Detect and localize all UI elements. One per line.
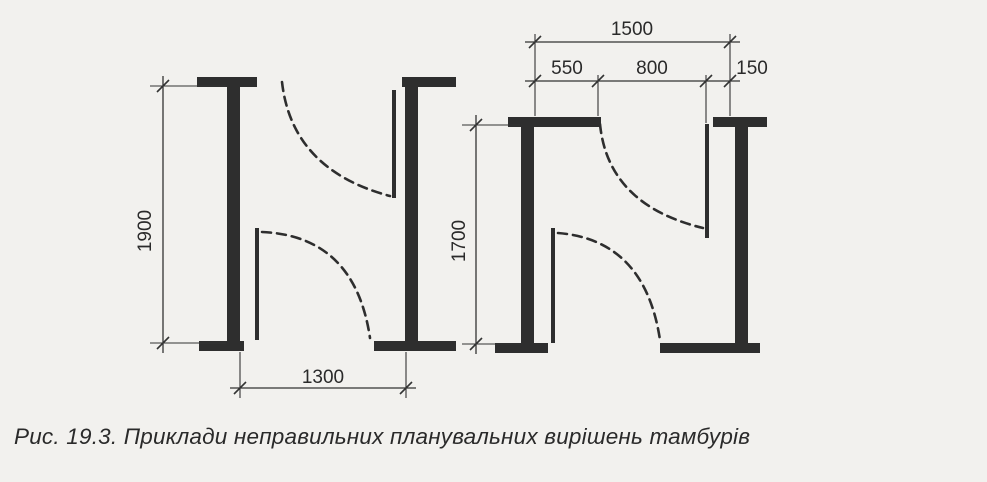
left-plan-width-dimension: 1300	[230, 352, 416, 398]
right-plan-height-label: 1700	[449, 220, 470, 262]
right-plan-segment-label-3: 150	[736, 58, 768, 79]
left-plan-lower-door-leaf	[255, 228, 259, 340]
left-plan-width-label: 1300	[302, 367, 344, 388]
right-plan-lower-door-swing	[556, 231, 662, 342]
right-plan-segment-label-1: 550	[551, 58, 583, 79]
right-plan-upper-door-swing	[598, 122, 705, 230]
left-plan-upper-door-leaf	[392, 90, 396, 198]
right-plan-right-wall	[660, 117, 767, 353]
right-vestibule-plan: 1700 1500 550 800 150	[449, 19, 768, 354]
left-plan-right-wall	[374, 77, 456, 351]
left-plan-lower-door-swing	[260, 230, 372, 340]
left-plan-height-label: 1900	[135, 210, 156, 252]
left-plan-upper-door-swing	[280, 80, 392, 198]
right-plan-total-width-label: 1500	[611, 19, 653, 40]
right-plan-lower-door-leaf	[551, 228, 555, 343]
right-plan-segment-label-2: 800	[636, 58, 668, 79]
figure-caption: Рис. 19.3. Приклади неправильних планува…	[14, 424, 751, 449]
right-plan-height-dimension: 1700	[449, 115, 520, 354]
right-plan-left-wall	[495, 117, 601, 353]
left-vestibule-plan: 1900 1300	[135, 76, 456, 398]
right-plan-width-dimensions: 1500 550 800 150	[525, 19, 768, 123]
left-plan-left-wall	[197, 77, 257, 351]
right-plan-upper-door-leaf	[705, 124, 709, 238]
left-plan-height-dimension: 1900	[135, 76, 226, 353]
